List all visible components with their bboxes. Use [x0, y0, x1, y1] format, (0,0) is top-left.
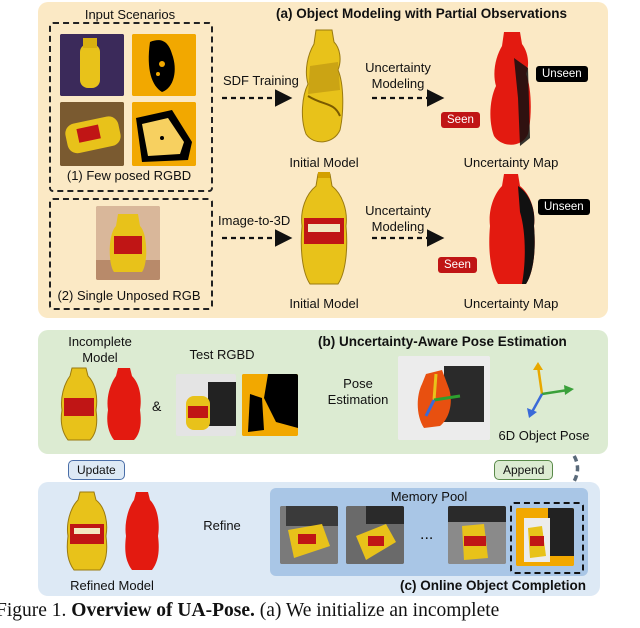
incomplete-model-line2: Model [82, 350, 118, 365]
uncertainty-map-1 [490, 32, 531, 146]
few-posed-label: (1) Few posed RGBD [66, 168, 192, 183]
caption-rest: (a) We initialize an incomplete [254, 600, 500, 621]
refined-model-red [125, 492, 159, 570]
append-pill: Append [494, 460, 554, 480]
object-pose-label: 6D Object Pose [498, 428, 590, 443]
refine-label: Refine [203, 518, 241, 533]
panel-a-title: (a) Object Modeling with Partial Observa… [276, 6, 568, 21]
single-unposed-label: (2) Single Unposed RGB [57, 288, 201, 303]
memory-frame-2 [346, 506, 404, 564]
rgbd-photo-1 [60, 34, 124, 96]
pose-label-line2: Estimation [327, 392, 389, 407]
caption-prefix: Figure 1. [0, 600, 72, 621]
memory-frame-3 [448, 506, 506, 564]
caption-bold: Overview of UA-Pose. [71, 600, 255, 621]
depth-map-2 [132, 102, 196, 166]
image-to-3d-label: Image-to-3D [218, 213, 291, 228]
incomplete-model-red [107, 368, 141, 440]
refined-model-yellow [66, 491, 108, 571]
initial-model-label-2: Initial Model [289, 296, 359, 311]
initial-model-label-1: Initial Model [289, 155, 359, 170]
uncertainty-modeling-1-line2: Modeling [371, 76, 425, 91]
uncertainty-modeling-2-line1: Uncertainty [365, 203, 431, 218]
refined-model-label: Refined Model [70, 578, 154, 593]
new-frame-box [510, 502, 584, 574]
pose-result-photo [398, 356, 490, 440]
memory-pool-label: Memory Pool [390, 489, 468, 504]
uncertainty-modeling-2-line2: Modeling [371, 219, 425, 234]
panel-b-title: (b) Uncertainty-Aware Pose Estimation [318, 334, 567, 349]
incomplete-model-yellow [60, 367, 98, 441]
test-rgbd-label: Test RGBD [189, 347, 255, 362]
rgbd-photo-2 [60, 102, 124, 166]
test-depth-map [242, 374, 298, 436]
memory-frame-1 [280, 506, 338, 564]
seen-tag-1: Seen [441, 112, 480, 128]
few-posed-box [49, 22, 213, 192]
uncertainty-map-label-1: Uncertainty Map [463, 155, 559, 170]
unseen-tag-1: Unseen [536, 66, 588, 82]
memory-frame-new [516, 508, 574, 566]
pose-label-line1: Pose [343, 376, 373, 391]
figure-caption: Figure 1. Overview of UA-Pose. (a) We in… [0, 600, 499, 622]
input-scenarios-label: Input Scenarios [84, 7, 176, 22]
ampersand: & [152, 398, 162, 414]
initial-model-full [300, 172, 348, 285]
update-pill: Update [68, 460, 125, 480]
test-rgb-photo [176, 374, 236, 436]
memory-ellipsis: ... [420, 526, 434, 543]
single-unposed-box [49, 198, 213, 310]
panel-c-title: (c) Online Object Completion [400, 578, 587, 593]
seen-tag-2: Seen [438, 257, 477, 273]
depth-map-1 [132, 34, 196, 96]
uncertainty-map-label-2: Uncertainty Map [463, 296, 559, 311]
unseen-tag-2: Unseen [538, 199, 590, 215]
uncertainty-modeling-1-line1: Uncertainty [365, 60, 431, 75]
uncertainty-map-2 [489, 174, 535, 284]
incomplete-model-line1: Incomplete [68, 334, 132, 349]
single-rgb-photo [96, 206, 160, 280]
sdf-training-label: SDF Training [223, 73, 299, 88]
initial-model-partial [301, 29, 344, 143]
axes-icon [527, 362, 574, 418]
